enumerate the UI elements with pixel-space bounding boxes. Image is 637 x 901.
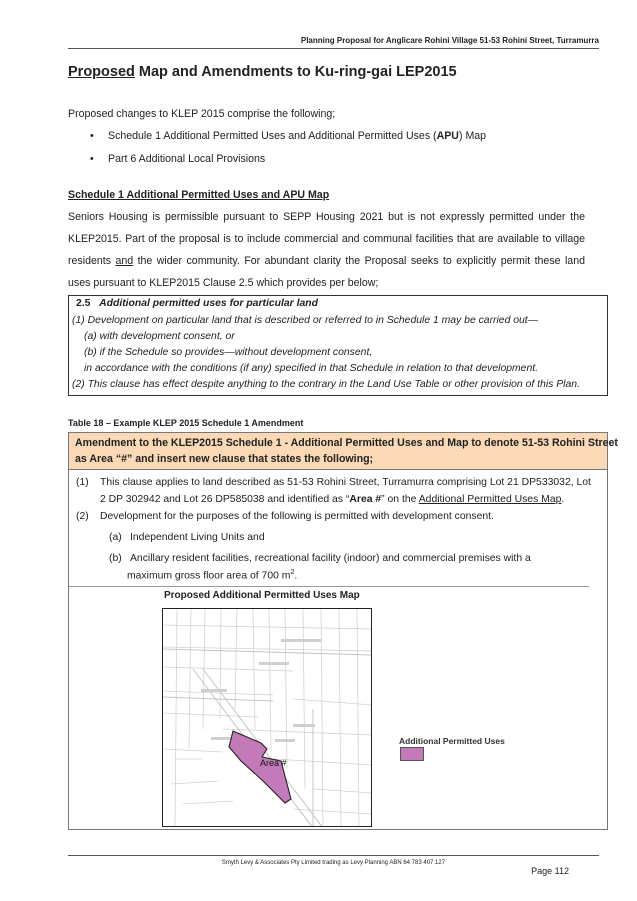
map-area-label: Area # — [260, 758, 287, 768]
item-1-number: (1) — [76, 477, 89, 488]
street-label-mark — [201, 689, 227, 692]
body-line-3-b: the wider community. For abundant clarit… — [133, 255, 585, 267]
bullet-dot: • — [90, 130, 94, 142]
item-1-text-a: 2 DP 302942 and Lot 26 DP585038 and iden… — [100, 494, 350, 505]
clause-1a: (a) with development consent, or — [84, 331, 235, 342]
page-number: Page 112 — [531, 866, 569, 876]
item-2b-number: (b) — [109, 553, 122, 564]
clause-box — [68, 295, 608, 396]
intro-text: Proposed changes to KLEP 2015 comprise t… — [68, 108, 336, 120]
bullet-1: • Schedule 1 Additional Permitted Uses an… — [90, 130, 486, 142]
item-2a-text: Independent Living Units and — [130, 532, 265, 543]
item-2b-line-2: maximum gross floor area of 700 m2. — [127, 569, 297, 581]
bullet-2-text: Part 6 Additional Local Provisions — [108, 153, 266, 165]
legend-swatch — [400, 747, 424, 761]
running-header: Planning Proposal for Anglicare Rohini V… — [300, 36, 599, 45]
title-underlined: Proposed — [68, 64, 135, 80]
item-1-text-c: . — [561, 494, 565, 505]
bullet-1-bold: APU — [436, 130, 459, 142]
body-line-1: Seniors Housing is permissible pursuant … — [68, 211, 585, 223]
street-label-mark — [259, 662, 289, 665]
clause-2: (2) This clause has effect despite anyth… — [72, 379, 580, 390]
page-title: Proposed Map and Amendments to Ku-ring-g… — [68, 64, 457, 80]
footer-text: Smyth Levy & Associates Pty Limited trad… — [221, 860, 446, 866]
clause-1: (1) Development on particular land that … — [72, 315, 539, 326]
item-2-number: (2) — [76, 511, 89, 522]
item-2b-superscript: 2 — [290, 569, 295, 576]
table-header-line-1: Amendment to the KLEP2015 Schedule 1 - A… — [75, 437, 618, 449]
bullet-2: • Part 6 Additional Local Provisions — [90, 153, 265, 165]
body-line-3: residents and the wider community. For a… — [68, 255, 585, 267]
bullet-1-end: ) Map — [458, 130, 487, 142]
map-graphic: Area # — [163, 609, 371, 826]
legend-label: Additional Permitted Uses — [399, 736, 505, 746]
item-2b-text: maximum gross floor area of 700 m — [127, 570, 291, 582]
item-2b-end: . — [294, 570, 298, 582]
clause-1b: (b) if the Schedule so provides—without … — [84, 347, 373, 358]
item-1-map-ref: Additional Permitted Uses Map — [418, 494, 562, 505]
street-label-mark — [275, 739, 295, 742]
item-1-line-2: 2 DP 302942 and Lot 26 DP585038 and iden… — [100, 494, 564, 505]
map-title: Proposed Additional Permitted Uses Map — [164, 590, 360, 601]
clause-heading: 2.5 Additional permitted uses for partic… — [76, 298, 318, 309]
bullet-dot: • — [90, 153, 94, 165]
street-label-mark — [293, 724, 315, 727]
clause-number: 2.5 — [76, 298, 91, 309]
section-heading: Schedule 1 Additional Permitted Uses and… — [68, 189, 330, 201]
clause-title: Additional permitted uses for particular… — [99, 298, 318, 309]
table-caption: Table 18 – Example KLEP 2015 Schedule 1 … — [68, 418, 304, 428]
table-header-line-2: as Area “#” and insert new clause that s… — [75, 453, 374, 465]
header-rule — [68, 48, 599, 49]
body-line-2: KLEP2015. Part of the proposal is to inc… — [68, 233, 585, 245]
apu-map: Area # — [162, 608, 372, 827]
body-line-4: uses pursuant to KLEP2015 Clause 2.5 whi… — [68, 277, 379, 289]
map-street-labels — [201, 639, 321, 742]
item-2a-number: (a) — [109, 532, 122, 543]
body-line-3-u: and — [115, 255, 134, 267]
item-1-area-ref: Area # — [349, 494, 382, 505]
table-header: Amendment to the KLEP2015 Schedule 1 - A… — [69, 433, 618, 470]
street-label-mark — [211, 737, 233, 740]
item-2-text: Development for the purposes of the foll… — [100, 511, 494, 522]
item-1-line-1: This clause applies to land described as… — [100, 477, 591, 488]
clause-1c: in accordance with the conditions (if an… — [84, 363, 538, 374]
street-label-mark — [281, 639, 321, 642]
title-rest: Map and Amendments to Ku-ring-gai LEP201… — [134, 64, 457, 80]
bullet-1-text: Schedule 1 Additional Permitted Uses and… — [108, 130, 437, 142]
amendment-table: Amendment to the KLEP2015 Schedule 1 - A… — [68, 432, 618, 830]
footer-rule — [68, 855, 599, 856]
apu-area-polygon — [228, 730, 292, 804]
item-2b-line-1: Ancillary resident facilities, recreatio… — [130, 553, 531, 564]
table-divider — [69, 586, 589, 587]
item-1-text-b: ” on the — [381, 494, 419, 505]
body-line-3-a: residents — [68, 255, 116, 267]
